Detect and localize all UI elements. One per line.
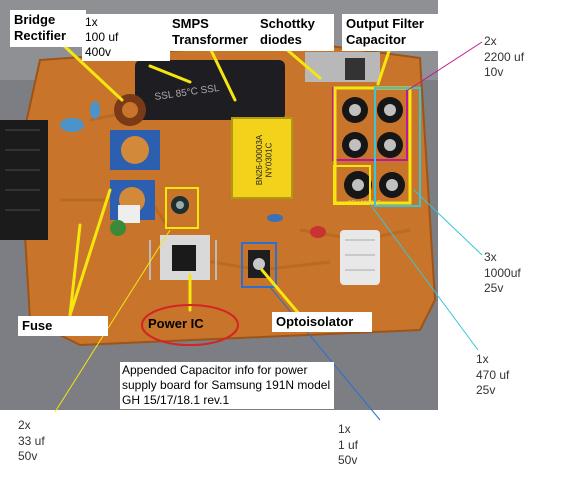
side-label-1000uf: 3x 1000uf 25v [484,250,521,296]
transformer-code-text: BN26-00003ANY0301C [255,134,274,185]
blue-highlight-box-opto [241,242,277,288]
label-optoisolator: Optoisolator [272,312,372,333]
label-smps-transformer: SMPS Transformer [168,14,256,51]
side-label-1uf: 1x 1 uf 50v [338,422,359,468]
yellow-highlight-box-470 [333,165,371,205]
side-label-2200uf: 2x 2200 uf 10v [484,34,525,80]
label-power-ic: Power IC [148,316,204,331]
appended-note: Appended Capacitor info for power supply… [120,362,334,409]
side-label-470uf: 1x 470 uf 25v [476,352,510,398]
power-supply-board-photo: SSL 85°C SSL BN26-00003ANY0301C [0,0,438,410]
label-fuse: Fuse [18,316,108,337]
label-schottky-diodes: Schottky diodes [256,14,334,51]
side-label-33uf: 2x 33 uf 50v [18,418,45,464]
yellow-highlight-box-output [333,86,412,205]
yellow-highlight-box-small-cap [165,187,199,229]
label-input-capacitor: 1x 100 uf 400v [82,14,170,61]
label-bridge-rectifier: Bridge Rectifier [10,10,86,47]
label-output-filter-capacitor: Output Filter Capacitor [342,14,442,51]
